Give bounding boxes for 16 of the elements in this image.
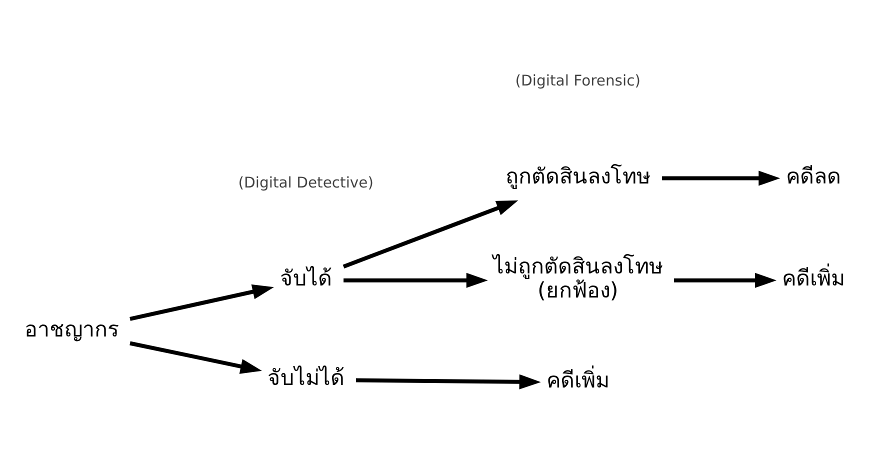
node-text: ไม่ถูกตัดสินลงโทษ (ยกฟ้อง) (492, 254, 663, 304)
arrow (342, 200, 518, 268)
node-text: ถูกตัดสินลงโทษ (505, 164, 650, 190)
node-text: จับไม่ได้ (267, 366, 344, 391)
arrow (344, 272, 488, 288)
arrow (662, 170, 780, 186)
label: (Digital Detective) (238, 174, 374, 192)
arrow (130, 341, 262, 374)
node-text: คดีเพิ่ม (782, 266, 846, 292)
arrow (356, 374, 541, 390)
arrow (674, 272, 777, 288)
node-text: จับได้ (280, 266, 332, 292)
node-text: อาชญากร (24, 318, 120, 343)
label: (Digital Forensic) (515, 72, 640, 90)
arrow (130, 284, 274, 321)
node-text: คดีลด (786, 164, 842, 190)
